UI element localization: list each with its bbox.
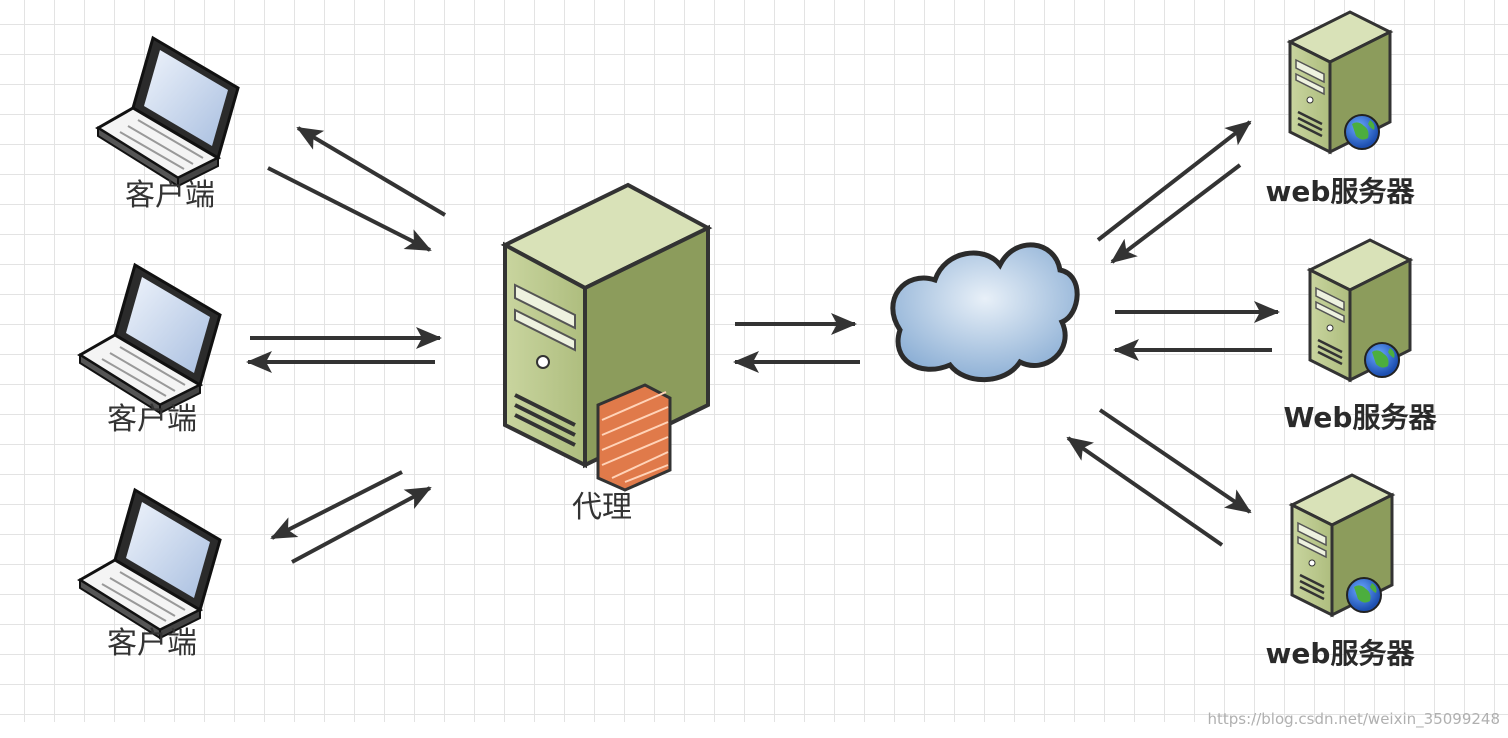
arrow-cloud-to-server-3 [1098, 408, 1252, 514]
client-label-2: 客户端 [107, 402, 197, 437]
arrow-proxy-to-client-1 [296, 126, 447, 217]
arrow-client-3-to-proxy [291, 486, 432, 564]
proxy-server-icon [500, 182, 713, 492]
internet-cloud-icon [890, 242, 1080, 383]
client-label-1: 客户端 [125, 178, 215, 213]
client-label-3: 客户端 [107, 626, 197, 661]
web-server-label-3: web服务器 [1265, 637, 1415, 670]
laptop-icon-2 [78, 263, 222, 415]
arrow-client-1-to-proxy [267, 166, 432, 252]
laptop-icon-3 [78, 488, 222, 640]
arrow-server-3-to-cloud [1066, 436, 1224, 547]
proxy-label: 代理 [572, 490, 632, 525]
arrow-cloud-to-server-1 [1096, 120, 1252, 242]
web-server-icon-3 [1290, 473, 1394, 617]
arrow-server-1-to-cloud [1110, 163, 1242, 264]
watermark-text: https://blog.csdn.net/weixin_35099248 [1207, 710, 1500, 728]
firewall-icon [596, 383, 672, 492]
web-server-icon-1 [1288, 10, 1392, 154]
laptop-icon-1 [96, 36, 240, 188]
arrow-proxy-to-client-3 [270, 470, 403, 540]
web-server-label-1: web服务器 [1265, 175, 1415, 208]
bottom-margin [0, 722, 1508, 738]
web-server-icon-2 [1308, 238, 1412, 382]
web-server-label-2: Web服务器 [1283, 401, 1437, 434]
